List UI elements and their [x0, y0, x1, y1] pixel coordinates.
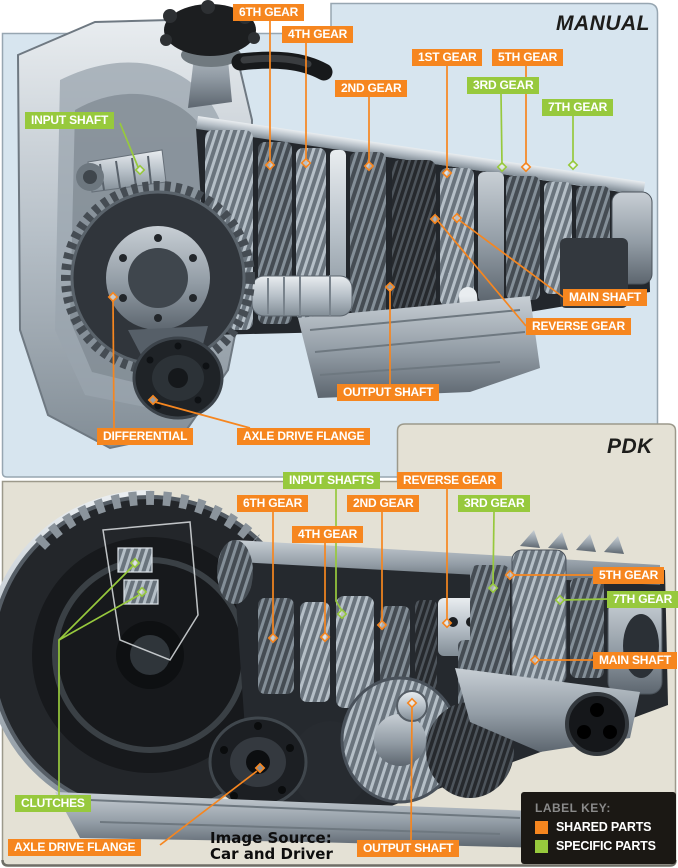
callout-2nd-gear-pdk: 2ND GEAR — [347, 495, 420, 512]
callout-7th-gear-pdk: 7TH GEAR — [607, 591, 678, 608]
callout-main-shaft-manual: MAIN SHAFT — [563, 289, 647, 306]
specific-swatch-icon — [535, 839, 548, 853]
callout-5th-gear-pdk: 5TH GEAR — [593, 567, 665, 584]
label-key: LABEL KEY: SHARED PARTS SPECIFIC PARTS — [521, 792, 676, 864]
callout-input-shaft-manual: INPUT SHAFT — [25, 112, 115, 129]
callout-5th-gear-manual: 5TH GEAR — [492, 49, 564, 66]
label-key-title: LABEL KEY: — [535, 801, 611, 815]
callout-7th-gear-manual: 7TH GEAR — [542, 99, 614, 116]
callout-differential-manual: DIFFERENTIAL — [97, 428, 194, 445]
callout-3rd-gear-manual: 3RD GEAR — [467, 77, 540, 94]
callout-axle-drive-flange-pdk: AXLE DRIVE FLANGE — [8, 839, 142, 856]
callout-output-shaft-manual: OUTPUT SHAFT — [337, 384, 440, 401]
legend-item-shared-parts: SHARED PARTS — [535, 820, 676, 834]
label-key-items: SHARED PARTS SPECIFIC PARTS — [535, 820, 676, 853]
callout-axle-drive-flange-manual: AXLE DRIVE FLANGE — [237, 428, 371, 445]
callout-reverse-gear-pdk: REVERSE GEAR — [397, 472, 502, 489]
manual-gearbox-art — [16, 0, 653, 450]
legend-item-label: SHARED PARTS — [556, 820, 652, 834]
callout-input-shafts-pdk: INPUT SHAFTS — [283, 472, 380, 489]
shared-swatch-icon — [535, 820, 548, 834]
section-title-manual: MANUAL — [556, 12, 650, 35]
callout-output-shaft-pdk: OUTPUT SHAFT — [357, 840, 460, 857]
callout-4th-gear-manual: 4TH GEAR — [282, 26, 354, 43]
callout-reverse-gear-manual: REVERSE GEAR — [526, 318, 631, 335]
callout-4th-gear-pdk: 4TH GEAR — [292, 526, 364, 543]
legend-item-label: SPECIFIC PARTS — [556, 839, 656, 853]
callout-6th-gear-pdk: 6TH GEAR — [237, 495, 309, 512]
callout-main-shaft-pdk: MAIN SHAFT — [593, 652, 677, 669]
callout-6th-gear-manual: 6TH GEAR — [233, 4, 305, 21]
image-credit: Image Source: Car and Driver — [210, 830, 333, 862]
section-title-pdk: PDK — [607, 435, 653, 458]
image-credit-line1: Image Source: — [210, 829, 332, 847]
image-credit-line2: Car and Driver — [210, 845, 333, 863]
callout-clutches-pdk: CLUTCHES — [15, 795, 91, 812]
callout-1st-gear-manual: 1ST GEAR — [412, 49, 483, 66]
callout-3rd-gear-pdk: 3RD GEAR — [458, 495, 531, 512]
callout-2nd-gear-manual: 2ND GEAR — [335, 80, 408, 97]
legend-item-specific-parts: SPECIFIC PARTS — [535, 839, 676, 853]
